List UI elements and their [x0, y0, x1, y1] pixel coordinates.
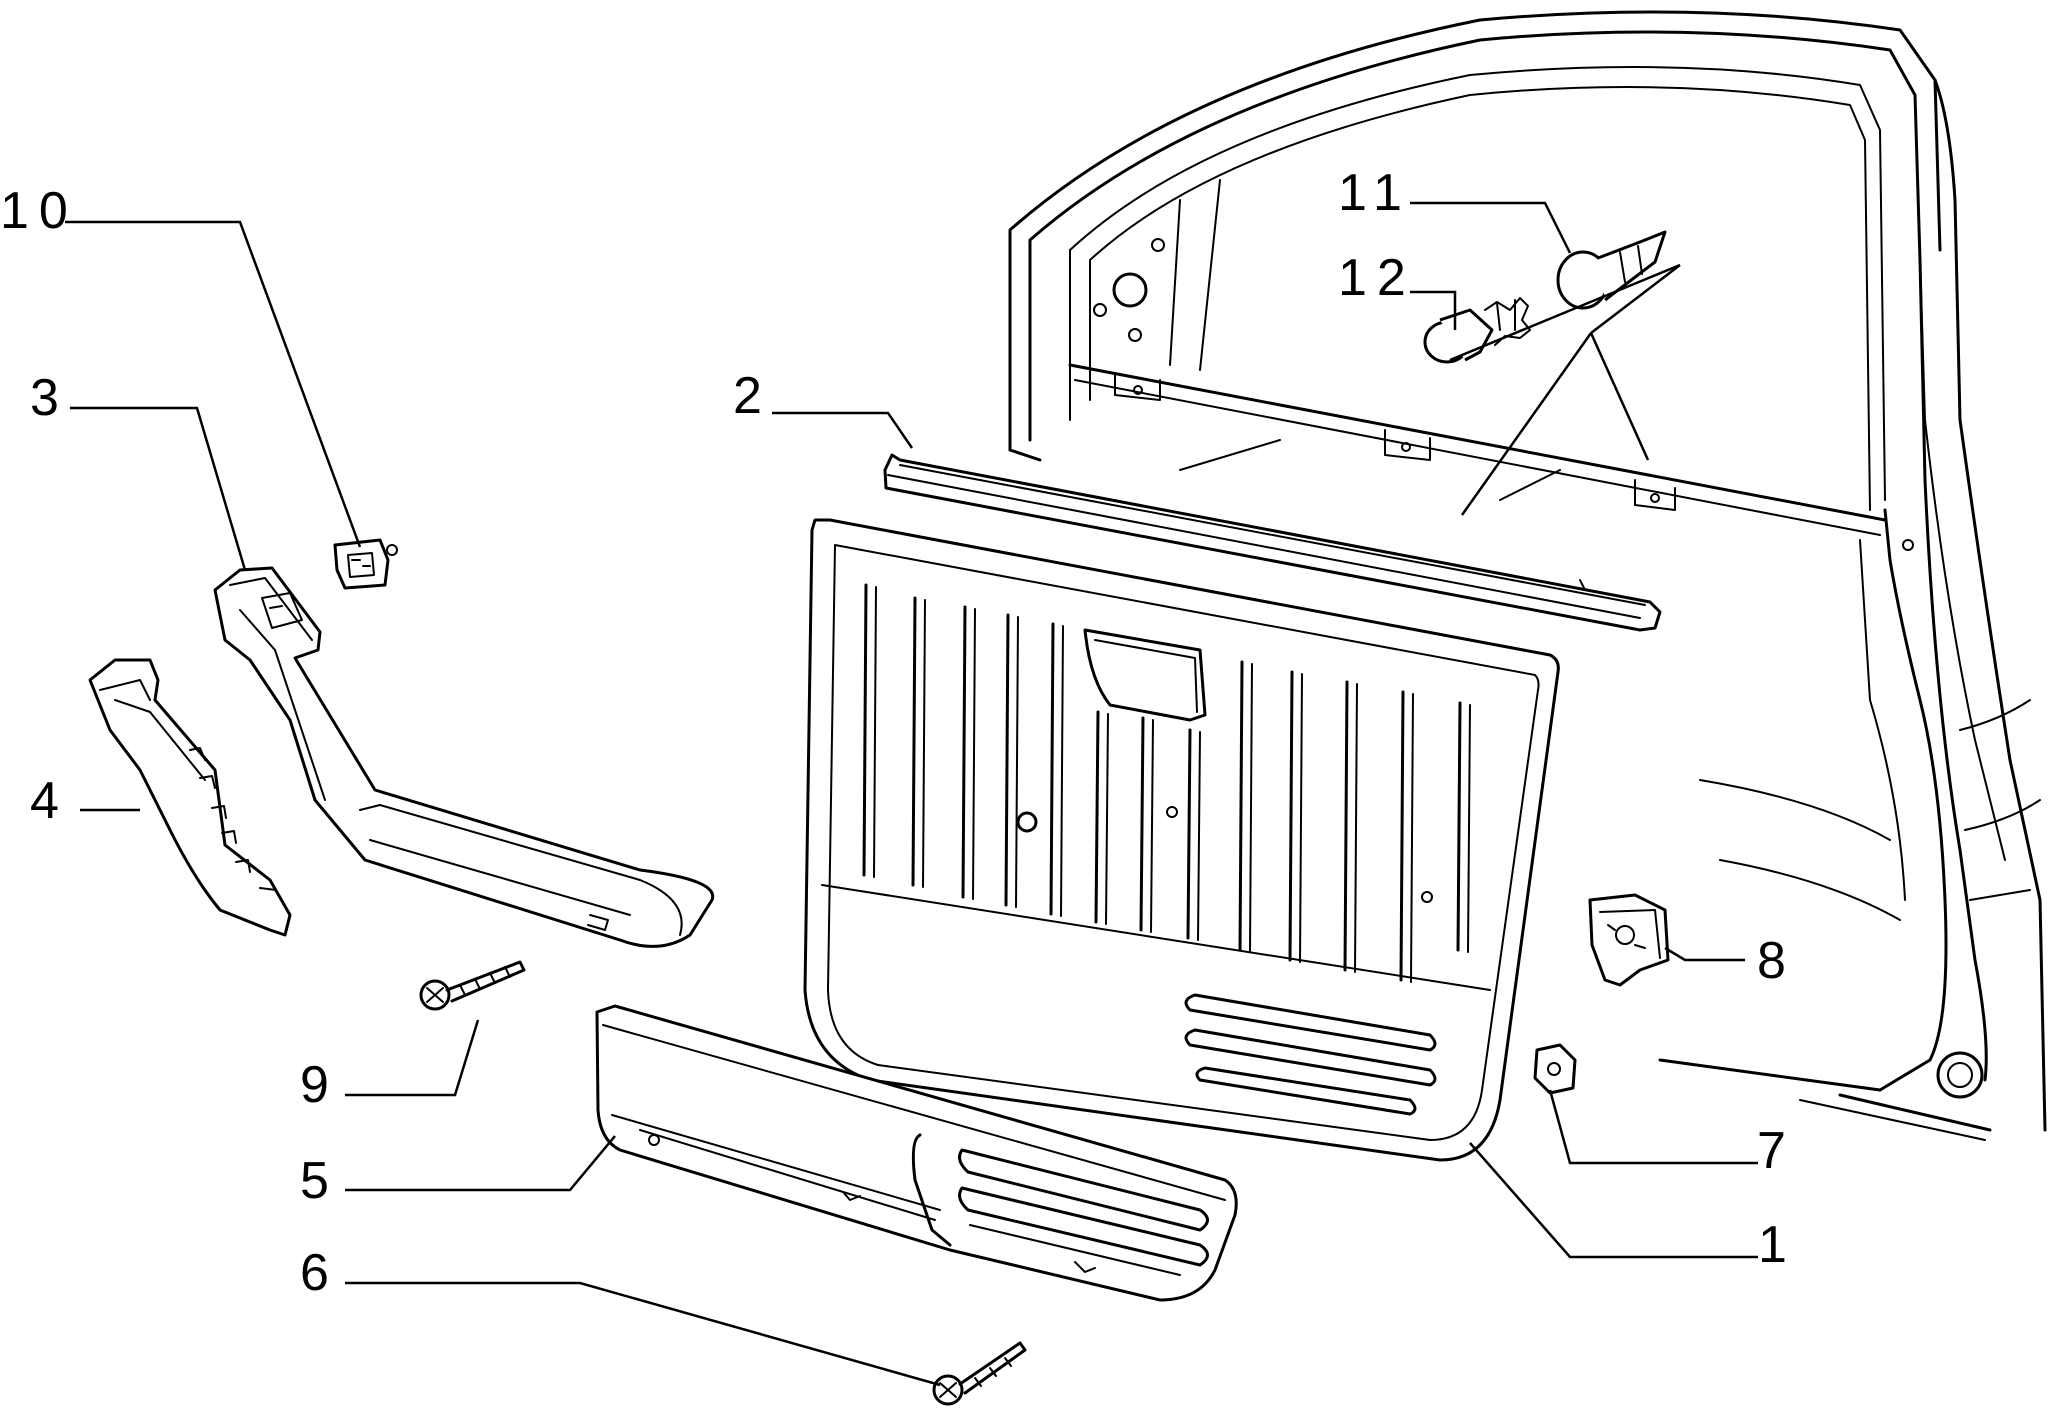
callout-5: 5: [300, 1152, 339, 1210]
leader-9: [345, 1019, 480, 1097]
part-1-door-panel: [803, 518, 1560, 1162]
part-11-push-clip: [1556, 230, 1667, 310]
callout-2: 2: [733, 367, 772, 425]
callout-7: 7: [1757, 1122, 1796, 1180]
leader-11: [1410, 201, 1572, 254]
part-8-bracket: [1588, 893, 1670, 987]
callout-3: 3: [30, 369, 69, 427]
leader-5: [345, 1135, 616, 1192]
leader-6: [345, 1281, 941, 1387]
leader-2: [772, 411, 914, 449]
leader-lines: [65, 201, 1758, 1387]
leader-8: [1664, 946, 1745, 962]
part-9-screw: [419, 960, 526, 1011]
part-4-handle-cover: [88, 658, 292, 937]
leader-clip-c: [1590, 264, 1681, 334]
callout-4: 4: [30, 772, 69, 830]
part-7-nut: [1533, 1043, 1577, 1095]
callout-6: 6: [300, 1244, 339, 1302]
leader-3: [70, 406, 247, 571]
part-10-clip: [333, 538, 398, 590]
panel-ribs: [862, 583, 1471, 983]
door-frame: [1008, 10, 2047, 1141]
leader-12: [1410, 290, 1457, 330]
callout-11: 11: [1338, 164, 1412, 222]
callout-1: 1: [1758, 1216, 1797, 1274]
leader-7: [1548, 1089, 1758, 1165]
part-3-armrest: [213, 566, 715, 948]
callout-8: 8: [1757, 932, 1796, 990]
callout-9: 9: [300, 1056, 339, 1114]
part-5-lower-pocket-trim: [595, 1004, 1238, 1302]
part-6-screw: [932, 1341, 1027, 1406]
leader-1: [1469, 1142, 1758, 1259]
leader-clip-d: [1449, 263, 1681, 362]
leader-10: [65, 220, 362, 548]
leader-clip-a: [1460, 332, 1593, 516]
callout-10: 10: [0, 182, 78, 240]
callout-labels: 10 3 4 9 5 6 2 1 7 8 11 12: [0, 164, 1797, 1302]
leader-clip-b: [1589, 332, 1650, 461]
callout-12: 12: [1338, 249, 1416, 307]
part-2-upper-trim-strip: [883, 453, 1662, 632]
part-12-fir-tree-clip: [1423, 297, 1531, 364]
